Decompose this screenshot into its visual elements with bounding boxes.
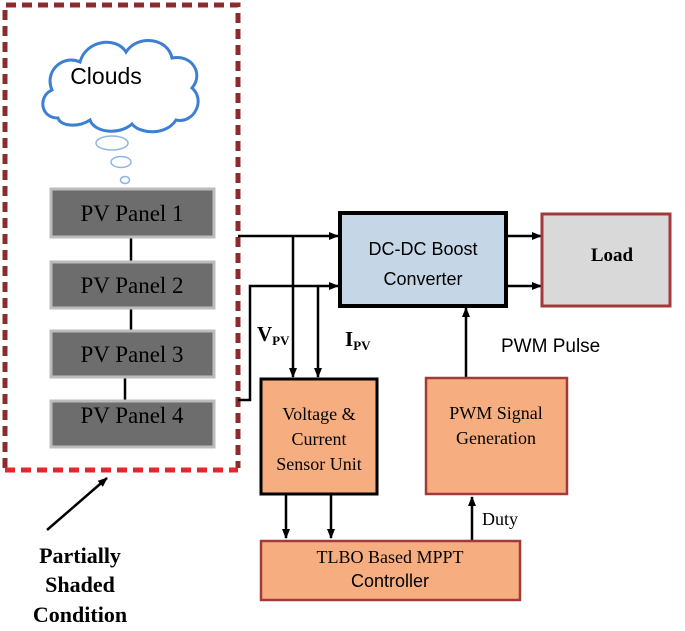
mppt-controller-line-1: TLBO Based MPPT — [316, 547, 463, 567]
vpv-subscript: PV — [272, 333, 290, 348]
sensor-to-mppt — [282, 494, 335, 539]
pwm-generation-line-1: PWM Signal — [449, 403, 543, 423]
panel-connectors — [123, 237, 133, 401]
converter-to-load — [506, 232, 542, 290]
pwm-pulse-label: PWM Pulse — [501, 336, 600, 357]
shade-caption-line-3: Condition — [33, 602, 127, 627]
sensor-unit-line-3: Sensor Unit — [276, 454, 362, 474]
shade-pointer-arrow — [46, 477, 108, 531]
boost-converter-line-1: DC-DC Boost — [368, 239, 477, 259]
cloud-icon — [41, 39, 200, 185]
mppt-controller-line-2: Controller — [351, 571, 429, 591]
pv-wiring — [238, 232, 339, 402]
ipv-main: I — [345, 327, 353, 351]
vpv-main: V — [257, 322, 272, 346]
load-block: Load — [540, 212, 672, 308]
pv-panel-4-label: PV Panel 4 — [80, 403, 184, 428]
pv-panel-4: PV Panel 4 — [49, 399, 216, 449]
pwm-generation-line-2: Generation — [456, 428, 536, 448]
boost-converter-line-2: Converter — [383, 269, 462, 289]
vpv-label: VPV — [257, 322, 290, 348]
pv-panel-1: PV Panel 1 — [49, 187, 216, 239]
pv-panel-3: PV Panel 3 — [49, 329, 216, 379]
boost-converter-block: DC-DC Boost Converter — [338, 211, 508, 308]
ipv-label: IPV — [345, 327, 371, 353]
ipv-subscript: PV — [353, 338, 371, 353]
sensor-unit-line-1: Voltage & — [282, 404, 355, 424]
shade-caption-line-1: Partially — [39, 543, 121, 568]
pv-panel-3-label: PV Panel 3 — [80, 342, 183, 367]
mppt-controller-block: TLBO Based MPPT Controller — [259, 539, 522, 602]
sensor-unit-block: Voltage & Current Sensor Unit — [259, 377, 379, 496]
duty-label: Duty — [482, 509, 518, 529]
pv-panel-2: PV Panel 2 — [49, 260, 216, 310]
load-label: Load — [591, 245, 634, 266]
sensor-unit-line-2: Current — [292, 429, 347, 449]
clouds-label: Clouds — [70, 63, 142, 89]
shaded-region-border — [2, 2, 241, 473]
pv-panel-1-label: PV Panel 1 — [80, 201, 183, 226]
pwm-generation-block: PWM Signal Generation — [424, 376, 569, 496]
shade-caption-line-2: Shaded — [45, 572, 115, 597]
pv-panel-2-label: PV Panel 2 — [80, 273, 183, 298]
